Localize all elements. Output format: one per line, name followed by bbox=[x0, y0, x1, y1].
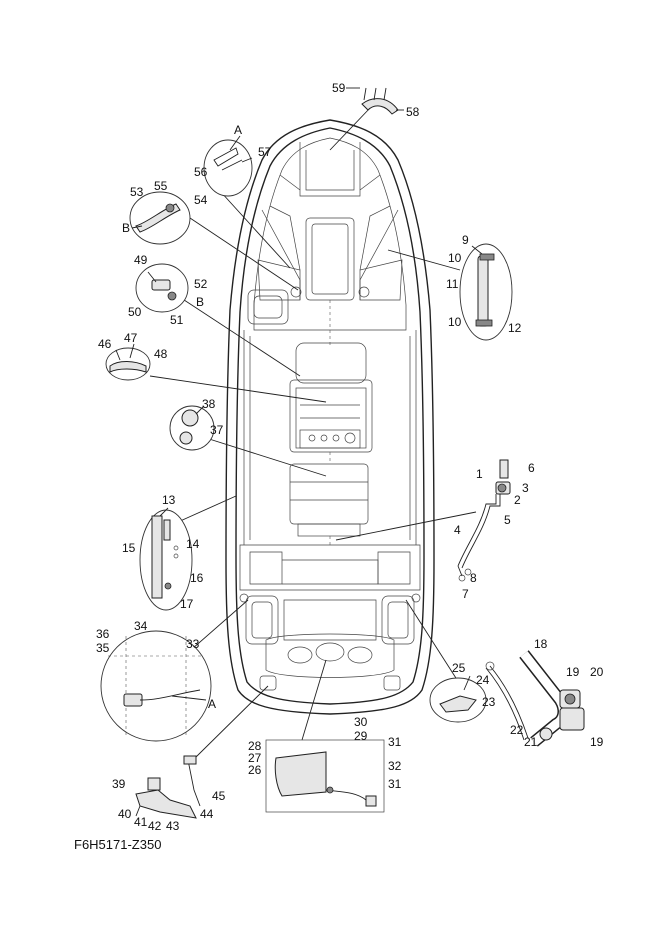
callout-16: 16 bbox=[190, 571, 204, 585]
callout-1: 1 bbox=[476, 467, 483, 481]
callout-31-bottom: 31 bbox=[388, 777, 402, 791]
callout-28: 28 bbox=[248, 739, 262, 753]
callout-32: 32 bbox=[388, 759, 402, 773]
callout-4: 4 bbox=[454, 523, 461, 537]
drawing-code: F6H5171-Z350 bbox=[74, 837, 162, 852]
callout-2: 2 bbox=[514, 493, 521, 507]
callout-56: 56 bbox=[194, 165, 208, 179]
callout-9: 9 bbox=[462, 233, 469, 247]
callout-39: 39 bbox=[112, 777, 126, 791]
callout-41: 41 bbox=[134, 815, 148, 829]
detail-13-17 bbox=[139, 507, 193, 611]
callout-53: 53 bbox=[130, 185, 144, 199]
callout-27: 27 bbox=[248, 751, 262, 765]
callout-34: 34 bbox=[134, 619, 148, 633]
detail-39-45 bbox=[135, 755, 201, 819]
callout-17: 17 bbox=[180, 597, 194, 611]
callout-45: 45 bbox=[212, 789, 226, 803]
detail-26-32 bbox=[265, 739, 385, 813]
callout-40: 40 bbox=[118, 807, 132, 821]
callout-52: 52 bbox=[194, 277, 208, 291]
callout-11: 11 bbox=[446, 277, 459, 291]
callout-31-top: 31 bbox=[388, 735, 402, 749]
callout-25: 25 bbox=[452, 661, 466, 675]
callout-49: 49 bbox=[134, 253, 148, 267]
callout-42: 42 bbox=[148, 819, 162, 833]
detail-46-48 bbox=[105, 343, 151, 381]
detail-1-8 bbox=[457, 459, 511, 582]
callout-37: 37 bbox=[210, 423, 224, 437]
detail-bow-cleat bbox=[346, 87, 404, 115]
callout-18: 18 bbox=[534, 637, 548, 651]
callout-54: 54 bbox=[194, 193, 208, 207]
callout-5: 5 bbox=[504, 513, 511, 527]
callout-57: 57 bbox=[258, 145, 272, 159]
callout-58: 58 bbox=[406, 105, 420, 119]
detail-18-22 bbox=[485, 650, 585, 747]
callout-38: 38 bbox=[202, 397, 216, 411]
callout-6: 6 bbox=[528, 461, 535, 475]
callout-44: 44 bbox=[200, 807, 214, 821]
detail-37-38 bbox=[169, 405, 215, 451]
ref-b-left: B bbox=[122, 221, 130, 235]
callout-26: 26 bbox=[248, 763, 262, 777]
callout-labels: 59 58 57 A 56 53 55 54 B 9 10 49 11 52 B… bbox=[96, 81, 604, 833]
ref-a-bottom: A bbox=[208, 697, 216, 711]
callout-13: 13 bbox=[162, 493, 176, 507]
detail-49-52 bbox=[135, 263, 189, 313]
callout-15: 15 bbox=[122, 541, 136, 555]
callout-33: 33 bbox=[186, 637, 200, 651]
callout-10-top: 10 bbox=[448, 251, 462, 265]
callout-51: 51 bbox=[170, 313, 184, 327]
callout-46: 46 bbox=[98, 337, 112, 351]
callout-50: 50 bbox=[128, 305, 142, 319]
callout-35: 35 bbox=[96, 641, 110, 655]
callout-47: 47 bbox=[124, 331, 138, 345]
detail-23-25 bbox=[429, 675, 487, 723]
callout-48: 48 bbox=[154, 347, 168, 361]
callout-20: 20 bbox=[590, 665, 604, 679]
callout-10-bottom: 10 bbox=[448, 315, 462, 329]
callout-21: 21 bbox=[524, 735, 538, 749]
detail-33-36 bbox=[100, 630, 212, 742]
callout-8: 8 bbox=[470, 571, 477, 585]
ref-a-top: A bbox=[234, 123, 242, 137]
detail-57 bbox=[203, 135, 253, 197]
callout-19-bottom: 19 bbox=[590, 735, 604, 749]
callout-22: 22 bbox=[510, 723, 524, 737]
callout-3: 3 bbox=[522, 481, 529, 495]
detail-9-12 bbox=[459, 243, 513, 341]
callout-12: 12 bbox=[508, 321, 522, 335]
callout-24: 24 bbox=[476, 673, 490, 687]
callout-36: 36 bbox=[96, 627, 110, 641]
callout-14: 14 bbox=[186, 537, 200, 551]
callout-30: 30 bbox=[354, 715, 368, 729]
callout-59: 59 bbox=[332, 81, 346, 95]
callout-43: 43 bbox=[166, 819, 180, 833]
callout-7: 7 bbox=[462, 587, 469, 601]
callout-23: 23 bbox=[482, 695, 496, 709]
callout-19-top: 19 bbox=[566, 665, 580, 679]
boat-hull bbox=[225, 119, 435, 715]
callout-55: 55 bbox=[154, 179, 168, 193]
callout-29: 29 bbox=[354, 729, 368, 743]
ref-b-right: B bbox=[196, 295, 204, 309]
detail-53-55 bbox=[129, 191, 191, 245]
